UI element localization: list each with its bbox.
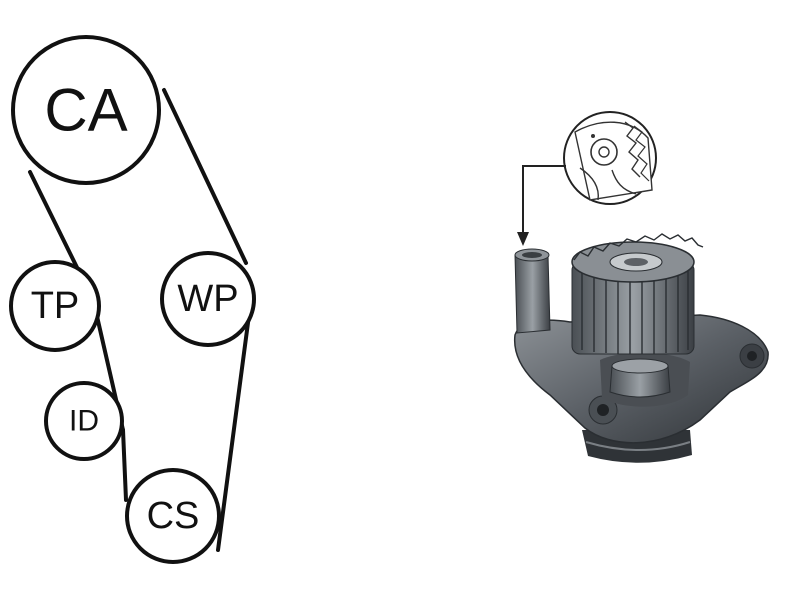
pulley-ca: CA — [11, 35, 161, 185]
water-pump-photo — [514, 111, 769, 463]
pulley-label-wp: WP — [177, 278, 238, 320]
pulley-wp: WP — [160, 251, 256, 347]
pulley-tp: TP — [9, 260, 101, 352]
pulley-cs: CS — [125, 468, 221, 564]
pulley-label-id: ID — [69, 405, 99, 438]
magnified-seal-detail-icon — [563, 111, 657, 205]
timing-belt-diagram: CA TP WP ID CS — [9, 35, 256, 564]
pulley-id: ID — [44, 381, 124, 461]
pulley-label-tp: TP — [31, 285, 80, 327]
arrow-down-icon — [517, 165, 566, 246]
pulley-label-cs: CS — [147, 495, 200, 537]
pulley-label-ca: CA — [44, 77, 127, 144]
pump-body — [514, 233, 769, 463]
